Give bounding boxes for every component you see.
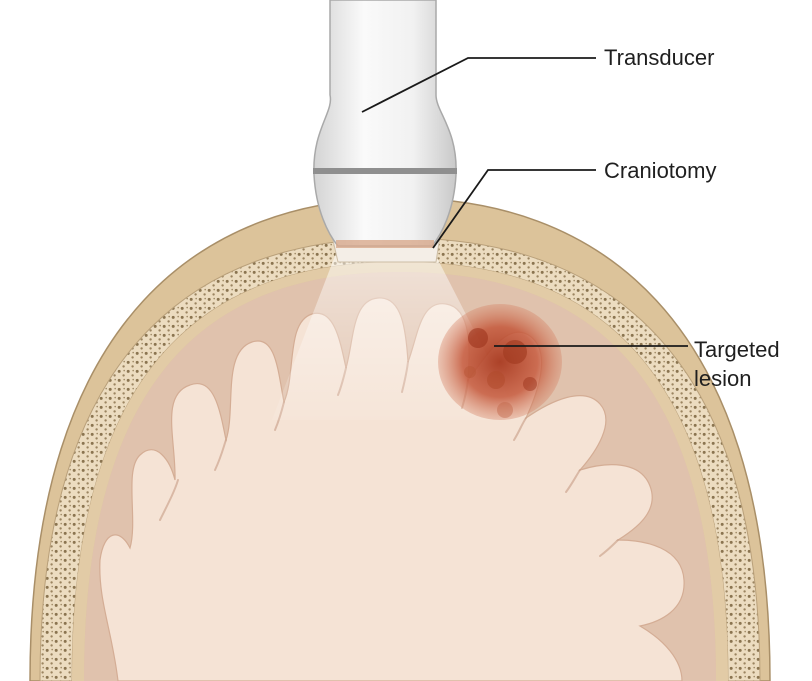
craniotomy-label: Craniotomy — [604, 157, 716, 184]
targeted-lesion — [438, 304, 562, 420]
targeted-lesion-label-line2: lesion — [694, 365, 751, 392]
targeted-lesion-label-line1: Targeted — [694, 336, 780, 363]
transducer-band — [313, 168, 457, 174]
transducer-tip — [336, 240, 434, 248]
transducer-label: Transducer — [604, 44, 714, 71]
transducer — [313, 0, 457, 248]
